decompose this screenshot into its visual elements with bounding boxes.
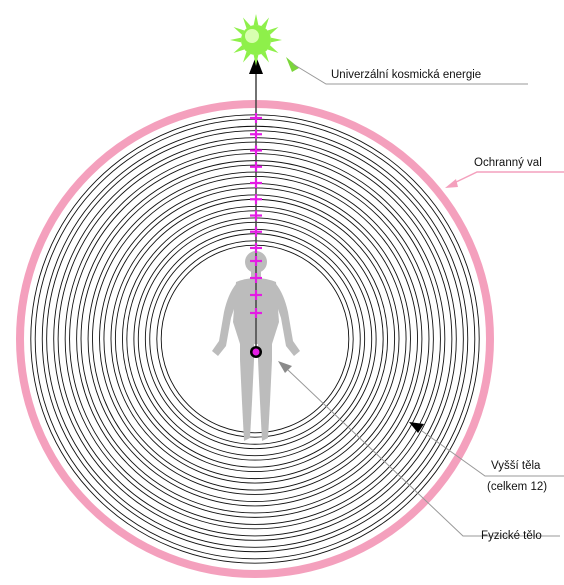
chakra-marker — [250, 178, 262, 188]
chakra-marker — [250, 227, 262, 237]
protective-wall-pointer-arrow-icon — [445, 179, 458, 188]
higher-bodies-label-line1: Vyšší těla — [491, 460, 541, 472]
protective-wall-pointer-line — [452, 172, 564, 184]
physical-body-label: Fyzické tělo — [481, 530, 542, 542]
higher-bodies-label-line2: (celkem 12) — [487, 481, 547, 493]
protective-wall-label: Ochranný val — [474, 157, 542, 169]
sun-icon — [230, 14, 282, 66]
physical-body-marker — [250, 346, 262, 358]
chakra-marker — [250, 162, 262, 172]
energy-label: Univerzální kosmická energie — [331, 69, 481, 81]
chakra-marker — [250, 211, 262, 221]
energy-pointer-arrow-icon — [286, 57, 299, 72]
chakra-marker — [250, 194, 262, 204]
chakra-marker — [250, 243, 262, 253]
